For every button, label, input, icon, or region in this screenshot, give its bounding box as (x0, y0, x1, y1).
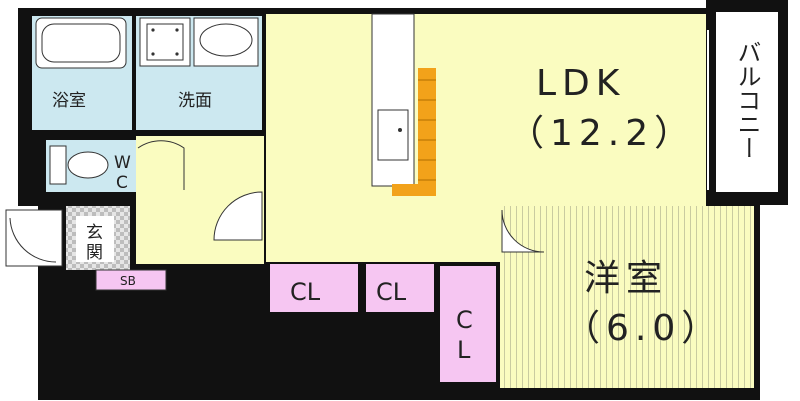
hall-door-icon (213, 191, 263, 241)
western-door-icon (501, 209, 545, 253)
stairs-icon (392, 68, 436, 196)
ldk-label: LDK (536, 63, 625, 104)
washroom-label: 洗面 (178, 91, 212, 111)
wc-label-top: W (114, 153, 131, 173)
kitchen-counter-icon (371, 13, 415, 187)
sink-icon (193, 17, 259, 67)
wc-label-bottom: C (116, 173, 128, 193)
closet-1-label: CL (290, 278, 321, 306)
balcony-area (716, 12, 778, 192)
shoe-box-label: SB (120, 274, 136, 288)
bathtub-icon (35, 17, 127, 69)
ldk-area-right (434, 14, 706, 196)
closet-2-label: CL (376, 278, 407, 306)
wc-door-icon (137, 140, 185, 190)
bath-label: 浴室 (52, 91, 86, 111)
entrance-door-icon (5, 209, 63, 267)
closet-3-area (440, 266, 496, 382)
ldk-size-label: （12.2） (508, 113, 696, 154)
washing-machine-icon (139, 17, 191, 67)
western-room-size-label: （6.0） (564, 308, 723, 349)
western-room-label: 洋室 (584, 258, 668, 299)
closet-3-label-bottom: L (457, 336, 471, 364)
closet-2-area (366, 264, 434, 312)
western-room-area (500, 206, 754, 388)
entrance-label-bg (76, 216, 114, 262)
balcony-label: バルコニー (733, 40, 761, 160)
closet-3-label-top: C (456, 306, 473, 334)
entrance-label-top: 玄 (86, 223, 103, 243)
shoe-box-area (95, 269, 167, 291)
closet-1-area (270, 264, 358, 312)
toilet-icon (49, 145, 109, 185)
entrance-label-bottom: 関 (86, 243, 103, 263)
